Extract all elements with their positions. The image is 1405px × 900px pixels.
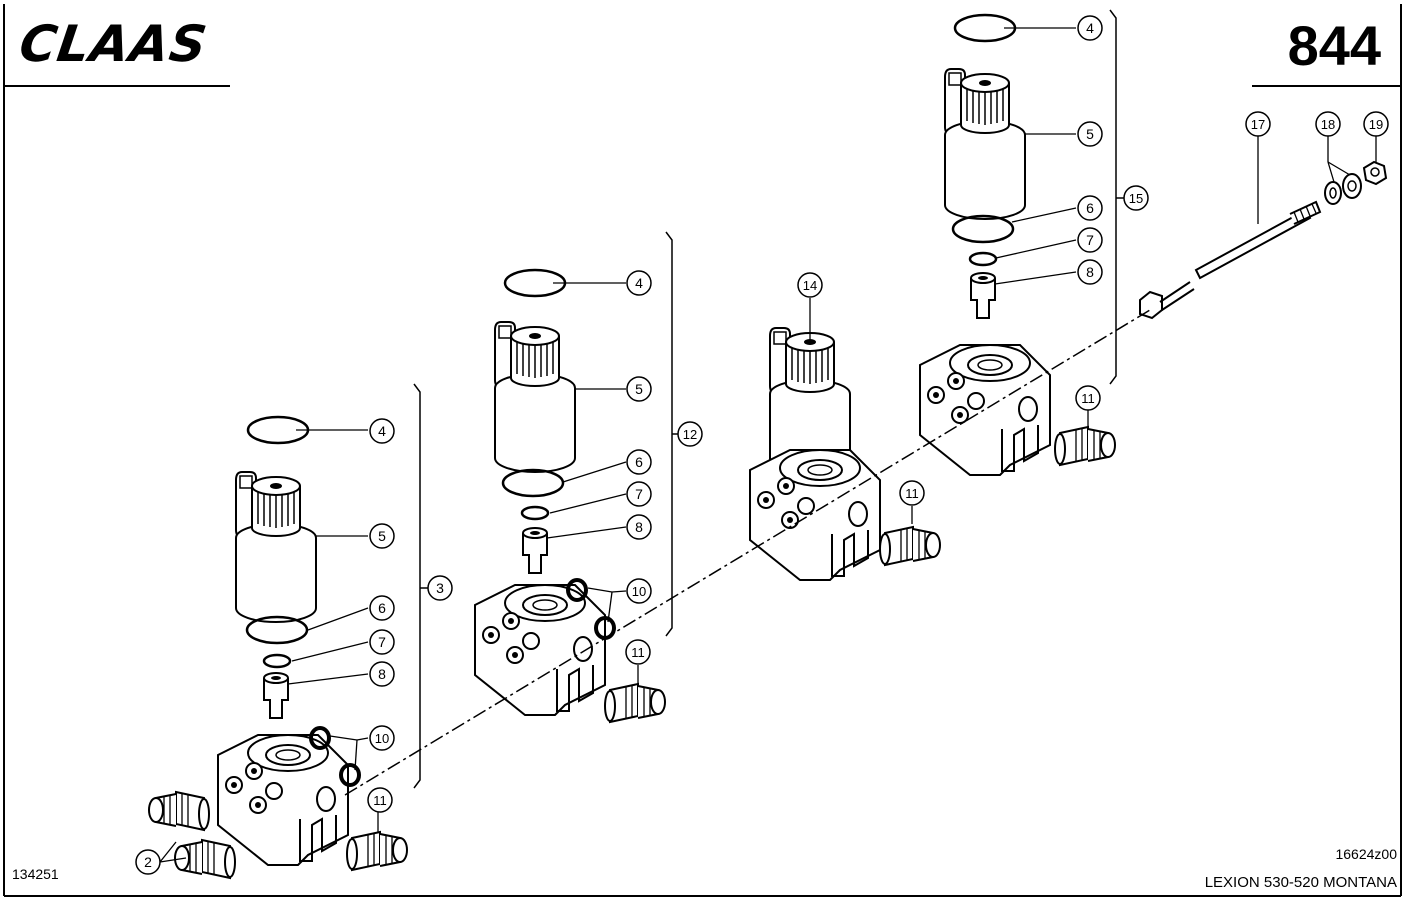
nut-19 (1362, 160, 1388, 186)
page-number: 844 (1287, 14, 1381, 77)
svg-text:18: 18 (1321, 117, 1335, 132)
callout-8-a: 8 (369, 661, 395, 687)
svg-text:5: 5 (378, 528, 386, 544)
callout-balloons: 4 5 6 7 8 10 11 3 2 4 5 6 7 8 10 11 12 1… (135, 15, 1389, 875)
svg-text:8: 8 (1086, 264, 1094, 280)
callout-19: 19 (1363, 111, 1389, 137)
svg-text:7: 7 (1086, 232, 1094, 248)
svg-text:4: 4 (635, 275, 643, 291)
svg-text:10: 10 (632, 584, 646, 599)
callout-11-a: 11 (367, 787, 393, 813)
callout-6-a: 6 (369, 595, 395, 621)
washers-18 (1324, 173, 1362, 205)
svg-text:4: 4 (1086, 20, 1094, 36)
leader-lines (159, 27, 1377, 863)
callout-11-d: 11 (1075, 385, 1101, 411)
svg-text:11: 11 (905, 486, 919, 501)
svg-text:11: 11 (631, 645, 645, 660)
svg-text:11: 11 (1081, 391, 1095, 406)
callout-7-b: 7 (626, 481, 652, 507)
svg-text:6: 6 (1086, 200, 1094, 216)
callout-6-c: 6 (1077, 195, 1103, 221)
svg-text:6: 6 (635, 454, 643, 470)
callout-10-a: 10 (369, 725, 395, 751)
callout-14: 14 (797, 272, 823, 298)
callout-4-c: 4 (1077, 15, 1103, 41)
callout-5-c: 5 (1077, 121, 1103, 147)
callout-11-b: 11 (625, 639, 651, 665)
drawing-reference: 16624z00 (1335, 846, 1397, 862)
callout-7-a: 7 (369, 629, 395, 655)
callout-10-b: 10 (626, 578, 652, 604)
tie-bolt-17 (1139, 200, 1322, 320)
valve-assembly-3 (148, 415, 408, 879)
svg-text:15: 15 (1129, 191, 1143, 206)
callout-4-b: 4 (626, 270, 652, 296)
callout-6-b: 6 (626, 449, 652, 475)
callout-17: 17 (1245, 111, 1271, 137)
svg-text:8: 8 (378, 666, 386, 682)
callout-2: 2 (135, 849, 161, 875)
svg-text:8: 8 (635, 519, 643, 535)
svg-text:17: 17 (1251, 117, 1265, 132)
callout-18: 18 (1315, 111, 1341, 137)
svg-text:4: 4 (378, 423, 386, 439)
callout-5-a: 5 (369, 523, 395, 549)
svg-text:5: 5 (1086, 126, 1094, 142)
svg-text:10: 10 (375, 731, 389, 746)
callout-4-a: 4 (369, 418, 395, 444)
svg-text:14: 14 (803, 278, 817, 293)
svg-text:19: 19 (1369, 117, 1383, 132)
page-border (3, 4, 1402, 897)
callout-12: 12 (677, 421, 703, 447)
svg-text:7: 7 (635, 486, 643, 502)
callout-11-c: 11 (899, 480, 925, 506)
svg-text:5: 5 (635, 381, 643, 397)
svg-text:3: 3 (436, 580, 444, 596)
svg-text:11: 11 (373, 793, 387, 808)
callout-7-c: 7 (1077, 227, 1103, 253)
group-brackets (413, 9, 1124, 789)
callout-8-b: 8 (626, 514, 652, 540)
svg-text:12: 12 (683, 427, 697, 442)
callout-5-b: 5 (626, 376, 652, 402)
assembly-axis (344, 309, 1151, 796)
callout-8-c: 8 (1077, 259, 1103, 285)
machine-model: LEXION 530-520 MONTANA (1204, 874, 1397, 891)
document-reference: 134251 (12, 866, 59, 882)
callout-15: 15 (1123, 185, 1149, 211)
svg-text:6: 6 (378, 600, 386, 616)
callout-3: 3 (427, 575, 453, 601)
svg-text:2: 2 (144, 854, 152, 870)
svg-text:7: 7 (378, 634, 386, 650)
